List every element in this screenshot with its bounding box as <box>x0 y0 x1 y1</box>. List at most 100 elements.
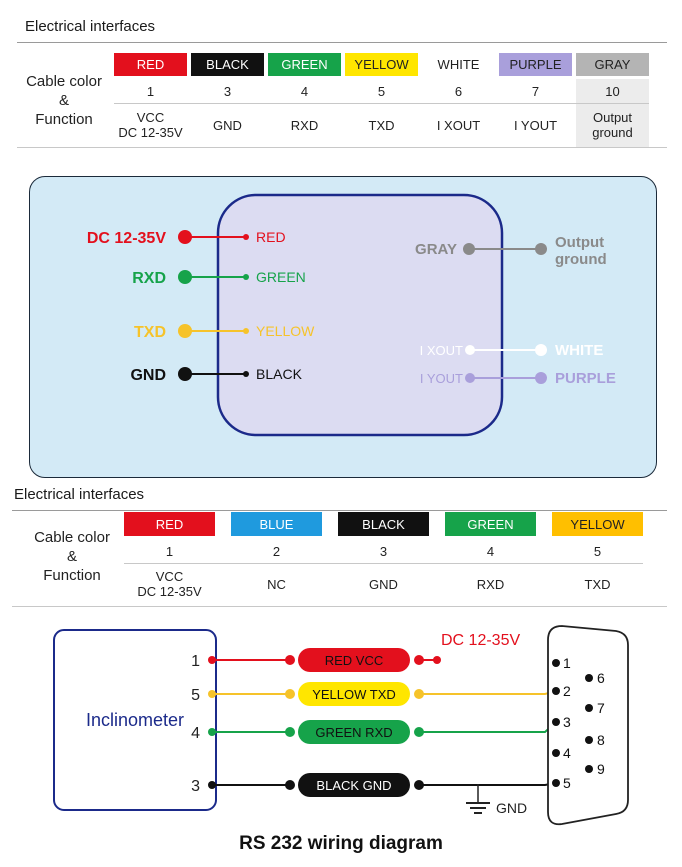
function-line: NC <box>267 576 286 592</box>
function-line: GND <box>369 576 398 592</box>
db9-pin-dot <box>585 704 593 712</box>
pin-number: 1 <box>146 83 155 99</box>
signal-label: RXD <box>132 270 166 287</box>
table1-bottom-rule <box>17 147 667 148</box>
db9-connector <box>547 625 629 826</box>
terminal-dot <box>243 274 249 280</box>
terminal-dot <box>285 727 295 737</box>
row-label-line: & <box>66 548 77 565</box>
db9-pin-dot <box>552 718 560 726</box>
pin-function: RXD <box>445 563 536 605</box>
wire-label-pill <box>298 648 410 672</box>
table1-row-label: Cable color & Function <box>18 72 110 129</box>
function-line: TXD <box>368 117 395 133</box>
wire-color-label: RED <box>256 229 286 245</box>
signal-label: TXD <box>134 324 166 341</box>
db9-pin-dot <box>585 765 593 773</box>
terminal-dot <box>178 367 192 381</box>
sensor-body <box>216 193 504 437</box>
row-label-line: & <box>58 92 69 109</box>
function-line: RXD <box>476 576 505 592</box>
wire-label-text: GREEN RXD <box>315 725 392 740</box>
terminal-dot <box>178 270 192 284</box>
pin-number: 4 <box>486 543 495 559</box>
pin-function: NC <box>231 563 322 605</box>
pin-number: 5 <box>377 83 386 99</box>
cable-color-header: GRAY <box>576 53 649 76</box>
pin-function: GND <box>191 104 264 146</box>
device-pin-number: 3 <box>191 778 200 795</box>
terminal-dot <box>243 328 249 334</box>
pin-number: 3 <box>379 543 388 559</box>
wire-color-label: YELLOW <box>256 323 315 339</box>
row-label-line: Function <box>43 567 101 584</box>
row-divider <box>114 103 649 104</box>
terminal-dot <box>535 243 547 255</box>
wire-color-label: BLACK <box>256 366 303 382</box>
db9-pin-dot <box>552 659 560 667</box>
pin-function: RXD <box>268 104 341 146</box>
outer-signal-label: ground <box>555 251 607 268</box>
cable-color-header: BLUE <box>231 512 322 536</box>
cable-color-header: YELLOW <box>345 53 418 76</box>
pin-function: TXD <box>345 104 418 146</box>
cable-color-header: RED <box>114 53 187 76</box>
cable-color-header: YELLOW <box>552 512 643 536</box>
function-line: VCC <box>136 110 165 125</box>
table1-top-rule <box>17 42 667 43</box>
function-line: TXD <box>584 576 611 592</box>
row-label-line: Cable color <box>34 529 110 546</box>
db9-pin-number: 5 <box>563 775 571 791</box>
wire-label-text: BLACK GND <box>316 778 391 793</box>
pin-number: 10 <box>605 83 620 99</box>
terminal-dot <box>465 345 475 355</box>
inner-signal-label: I XOUT <box>420 343 463 358</box>
terminal-dot <box>433 656 441 664</box>
db9-pin-dot <box>585 736 593 744</box>
db9-pin-number: 7 <box>597 700 605 716</box>
pin-number: 2 <box>272 543 281 559</box>
pin-number: 6 <box>454 83 463 99</box>
db9-pin-dot <box>552 687 560 695</box>
terminal-dot <box>243 234 249 240</box>
cable-color-header: BLACK <box>338 512 429 536</box>
db9-pin-number: 4 <box>563 745 571 761</box>
terminal-dot <box>178 324 192 338</box>
inner-signal-label: GRAY <box>415 241 457 258</box>
wire-label-text: YELLOW TXD <box>312 687 396 702</box>
row-divider <box>124 563 643 564</box>
terminal-dot <box>285 780 295 790</box>
rs232-caption: RS 232 wiring diagram <box>239 833 443 854</box>
terminal-dot <box>465 373 475 383</box>
terminal-dot <box>463 243 475 255</box>
row-label-line: Cable color <box>26 73 102 90</box>
signal-label: DC 12-35V <box>87 230 166 247</box>
device-pin-number: 1 <box>191 653 200 670</box>
function-line: GND <box>213 117 242 133</box>
outer-signal-label: PURPLE <box>555 370 616 387</box>
cable-color-header: GREEN <box>268 53 341 76</box>
function-line: RXD <box>290 117 319 133</box>
db9-pin-number: 8 <box>597 732 605 748</box>
db9-pin-number: 9 <box>597 761 605 777</box>
function-line: I XOUT <box>436 117 481 133</box>
wire-line <box>419 690 557 695</box>
terminal-dot <box>535 344 547 356</box>
function-line: VCC <box>155 569 184 584</box>
function-line: Output <box>592 110 633 125</box>
cable-color-header: WHITE <box>422 53 495 76</box>
wire-color-label: GREEN <box>256 269 306 285</box>
table2-top-rule <box>12 510 667 511</box>
db9-pin-dot <box>585 674 593 682</box>
function-line: I YOUT <box>513 117 558 133</box>
pin-number: 4 <box>300 83 309 99</box>
function-line: ground <box>592 125 633 140</box>
